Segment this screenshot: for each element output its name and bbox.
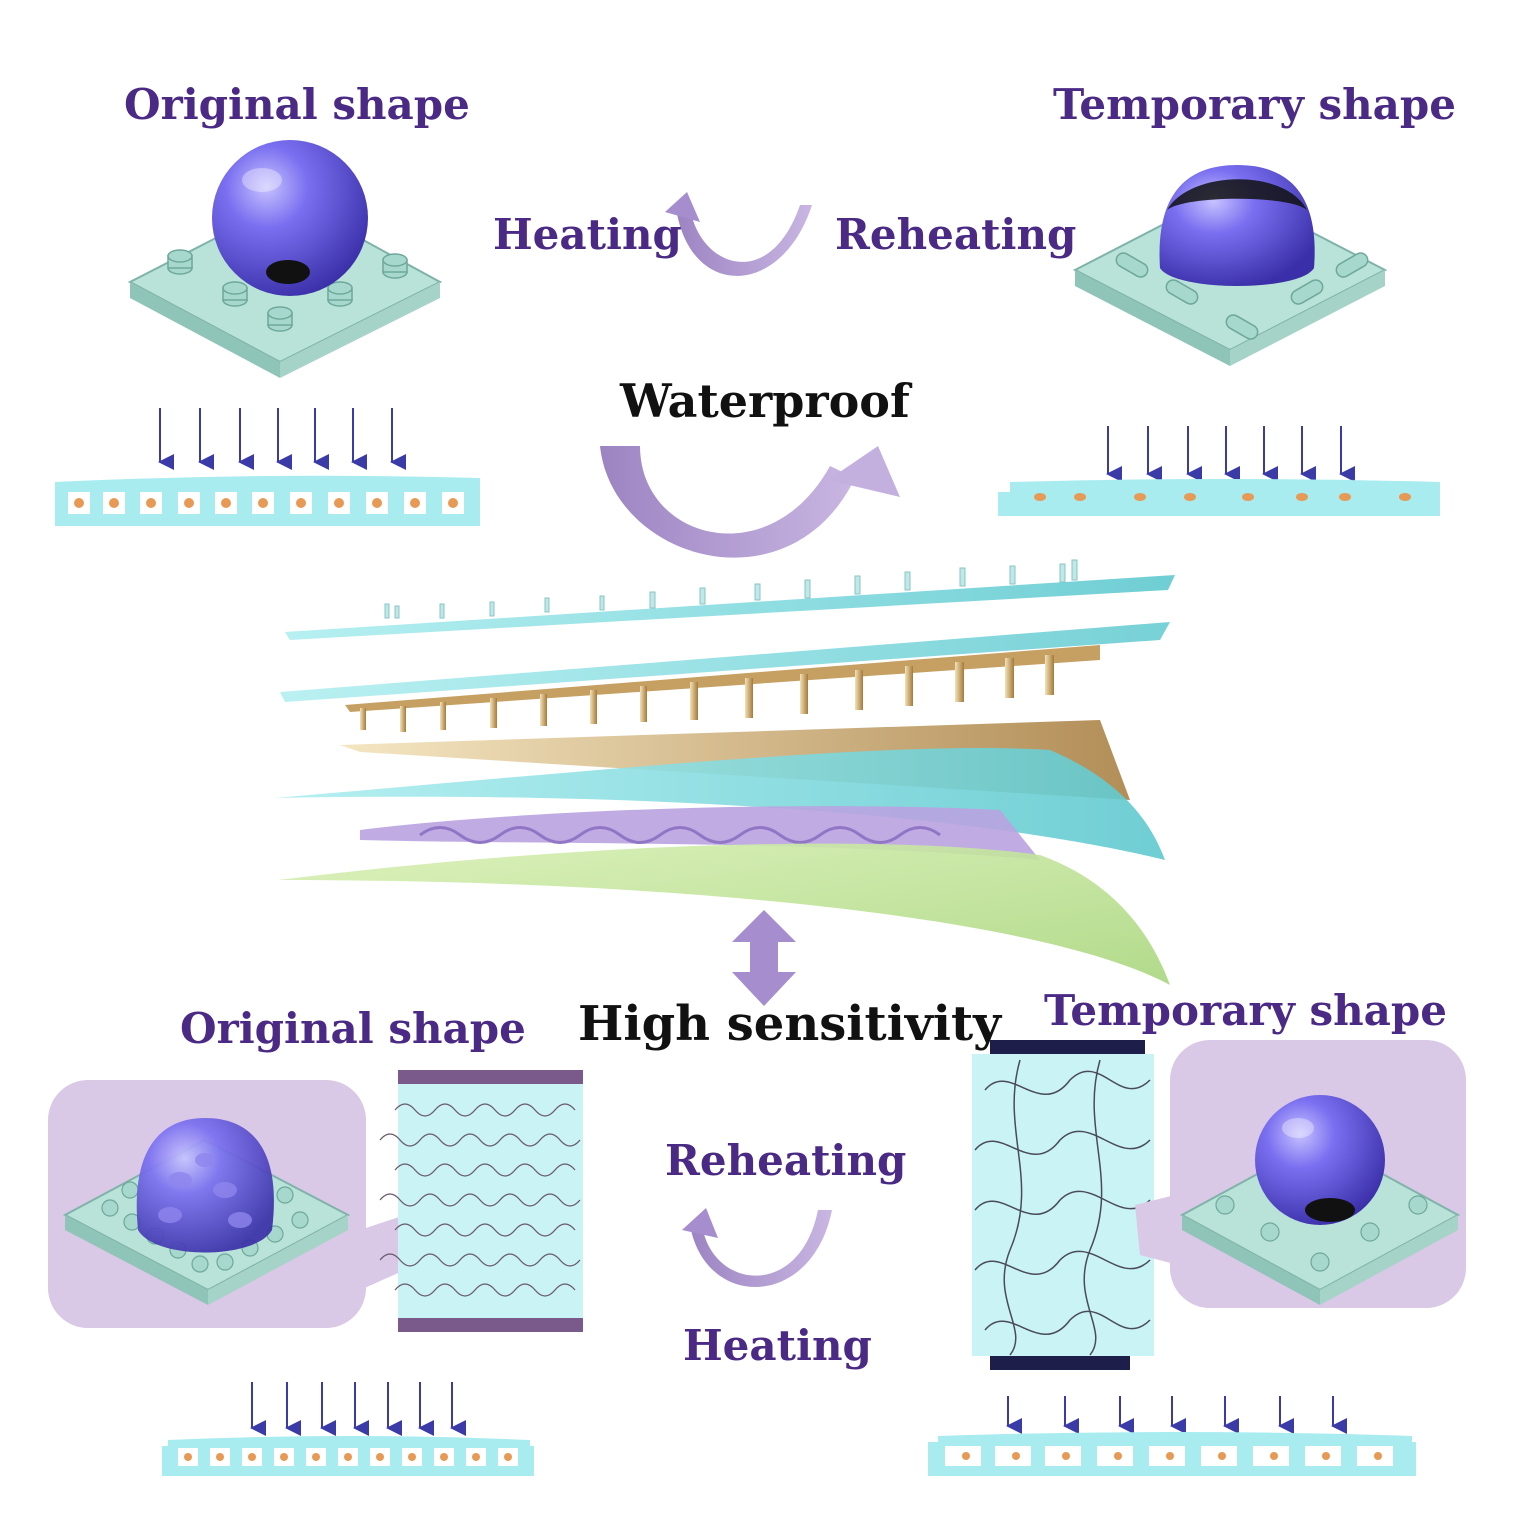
bottom-right-title: Temporary shape (1044, 986, 1447, 1035)
bottom-heating-label: Heating (683, 1321, 872, 1370)
top-cycle-arrow (665, 192, 812, 276)
top-heating-label: Heating (493, 210, 682, 259)
top-right-cross-section (998, 426, 1440, 516)
top-right-title: Temporary shape (1053, 80, 1456, 129)
waterproof-arrow (600, 446, 900, 558)
bottom-left-network-block (379, 1070, 583, 1332)
high-sensitivity-label: High sensitivity (578, 996, 1002, 1052)
bottom-cycle-arrow (682, 1208, 832, 1287)
bottom-right-network-block (972, 1040, 1154, 1370)
top-right-substrate-illustration (1072, 165, 1388, 366)
bottom-left-title: Original shape (180, 1004, 526, 1053)
top-left-substrate-illustration (127, 140, 443, 378)
bottom-left-cross-section (162, 1382, 534, 1476)
bottom-left-callout (48, 1080, 405, 1328)
high-sensitivity-arrow (732, 910, 796, 1006)
top-left-cross-section (55, 408, 480, 526)
bottom-reheating-label: Reheating (665, 1136, 907, 1185)
top-left-title: Original shape (124, 80, 470, 129)
bottom-right-callout (1135, 1040, 1466, 1308)
top-reheating-label: Reheating (835, 210, 1077, 259)
waterproof-label: Waterproof (620, 374, 910, 428)
layered-sensor-illustration (275, 559, 1175, 985)
bottom-right-cross-section (928, 1396, 1416, 1476)
